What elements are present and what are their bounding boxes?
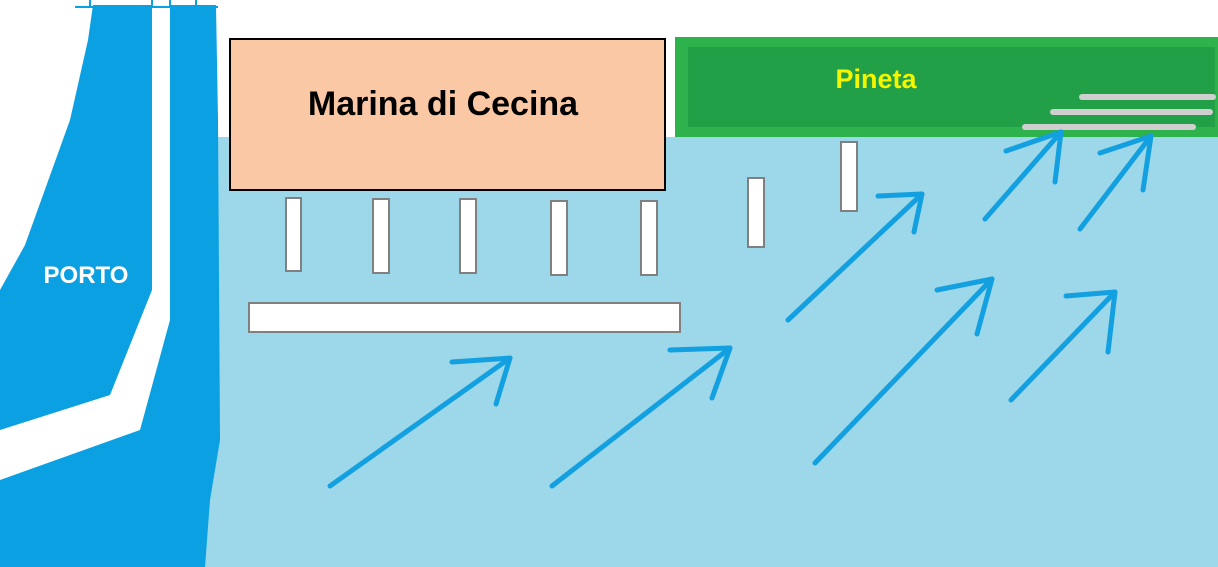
arrow-northeast-icon xyxy=(982,129,1064,222)
arrow-northeast-icon xyxy=(785,191,925,323)
sand-streaks xyxy=(1022,94,1216,130)
parallel-breakwater xyxy=(248,302,681,333)
sea-area xyxy=(205,137,1218,567)
arrow-northeast-icon xyxy=(1077,133,1154,232)
town-block xyxy=(229,38,666,191)
groyne xyxy=(459,198,477,274)
groynes xyxy=(285,141,858,276)
groyne xyxy=(285,197,302,272)
town-label: Marina di Cecina xyxy=(308,85,579,123)
arrow-northeast-icon xyxy=(327,355,513,489)
sea-area-upper xyxy=(205,188,680,198)
groyne xyxy=(840,141,858,212)
forest-label: Pineta xyxy=(835,64,917,94)
current-arrows xyxy=(327,129,1154,489)
groyne xyxy=(550,200,568,276)
arrow-northeast-icon xyxy=(1008,289,1118,403)
groyne xyxy=(640,200,658,276)
arrow-northeast-icon xyxy=(812,276,995,466)
arrow-northeast-icon xyxy=(549,345,733,489)
groyne xyxy=(747,177,765,248)
port-top-marks xyxy=(75,0,218,8)
harbor-pier xyxy=(0,5,170,480)
groyne xyxy=(372,198,390,274)
porto-label: PORTO xyxy=(44,262,129,289)
